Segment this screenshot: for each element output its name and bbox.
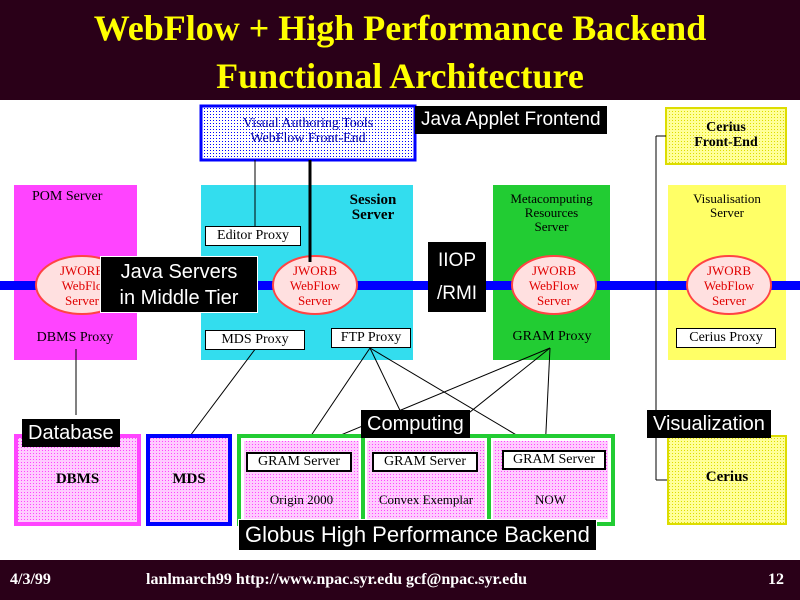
session-server-title: Session Server [340,193,406,223]
convex-label: Convex Exemplar [378,492,474,507]
slide-title-line2: Functional Architecture [216,56,584,96]
jworb-meta-ellipse [511,255,597,315]
jworb-meta-line1: JWORB [531,263,577,278]
cerius-backend-label: Cerius [705,469,749,485]
cerius-frontend-label: Cerius Front-End [666,120,786,150]
gram-proxy: GRAM Proxy [512,329,592,344]
java-servers-callout: Java Servers in Middle Tier [100,256,258,313]
dbms-label: DBMS [55,471,100,487]
jworb-meta-line2: WebFlow [528,278,580,293]
computing-callout: Computing [361,410,470,438]
mds-proxy: MDS Proxy [205,330,305,350]
cerius-backend-box [667,435,787,525]
jworb-pom-line2: WebFlo [61,278,103,293]
dbms-box [14,434,141,526]
gram-server-convex: GRAM Server [372,452,478,472]
cerius-fe-line2: Front-End [694,135,758,150]
meta-server-title: Metacomputing Resources Server [493,192,610,234]
iiop-rmi-label: IIOP /RMI [428,242,486,312]
java-servers-line1: Java Servers [120,261,238,283]
jworb-pom-line1: JWORB [59,263,105,278]
vis-title-line2: Server [710,205,744,220]
now-label: NOW [534,492,567,507]
jworb-vis-line1: JWORB [706,263,752,278]
ftp-proxy: FTP Proxy [331,328,411,348]
java-servers-line2: in Middle Tier [119,287,239,309]
meta-title-line3: Server [534,219,569,234]
slide-title-line1: WebFlow + High Performance Backend [93,8,707,48]
jworb-pom-label: JWORB WebFlo Server [36,263,128,308]
jworb-meta-label: JWORB WebFlow Server [512,263,596,308]
vis-title-line1: Visualisation [693,191,761,206]
gram-server-origin: GRAM Server [246,452,352,472]
network-bus [0,281,800,290]
jworb-session-label: JWORB WebFlow Server [273,263,357,308]
iiop-top: IIOP [437,250,476,271]
origin-label: Origin 2000 [269,492,334,507]
mds-box [146,434,232,526]
jworb-vis-line3: Server [712,293,746,308]
jworb-session-line2: WebFlow [289,278,341,293]
vat-line2: WebFlow Front-End [250,131,366,146]
meta-title-line1: Metacomputing [510,191,593,206]
jworb-meta-line3: Server [537,293,571,308]
meta-title-line2: Resources [524,205,579,220]
session-title-line1: Session [349,192,397,208]
jworb-session-line1: JWORB [292,263,338,278]
cerius-proxy: Cerius Proxy [676,328,776,348]
title-bar: WebFlow + High Performance Backend Funct… [0,0,800,100]
visualization-callout: Visualization [647,410,771,438]
jworb-pom-line3: Server [65,293,99,308]
footer-page-number: 12 [768,571,784,588]
jworb-session-line3: Server [298,293,332,308]
footer-bar: 4/3/99 lanlmarch99 http://www.npac.syr.e… [0,560,800,600]
pom-server-title: POM Server [32,189,103,204]
dbms-proxy: DBMS Proxy [36,330,114,345]
jworb-vis-label: JWORB WebFlow Server [687,263,771,308]
jworb-session-ellipse [272,255,358,315]
jworb-vis-ellipse [686,255,772,315]
vat-line1: Visual Authoring Tools [242,116,374,131]
mds-label: MDS [172,471,206,487]
cerius-fe-line1: Cerius [706,120,746,135]
cerius-fe-box [665,107,787,165]
gram-server-now: GRAM Server [502,450,606,470]
footer-date: 4/3/99 [10,571,51,588]
vat-label: Visual Authoring Tools WebFlow Front-End [201,116,415,146]
editor-proxy: Editor Proxy [205,226,301,246]
java-applet-frontend-label: Java Applet Frontend [415,106,607,134]
session-title-line2: Server [351,207,395,223]
database-callout: Database [22,419,120,447]
jworb-vis-line2: WebFlow [703,278,755,293]
globus-callout: Globus High Performance Backend [238,519,597,551]
iiop-bottom: /RMI [436,283,478,304]
footer-center: lanlmarch99 http://www.npac.syr.edu gcf@… [146,571,528,588]
vis-server-title: Visualisation Server [668,192,786,220]
